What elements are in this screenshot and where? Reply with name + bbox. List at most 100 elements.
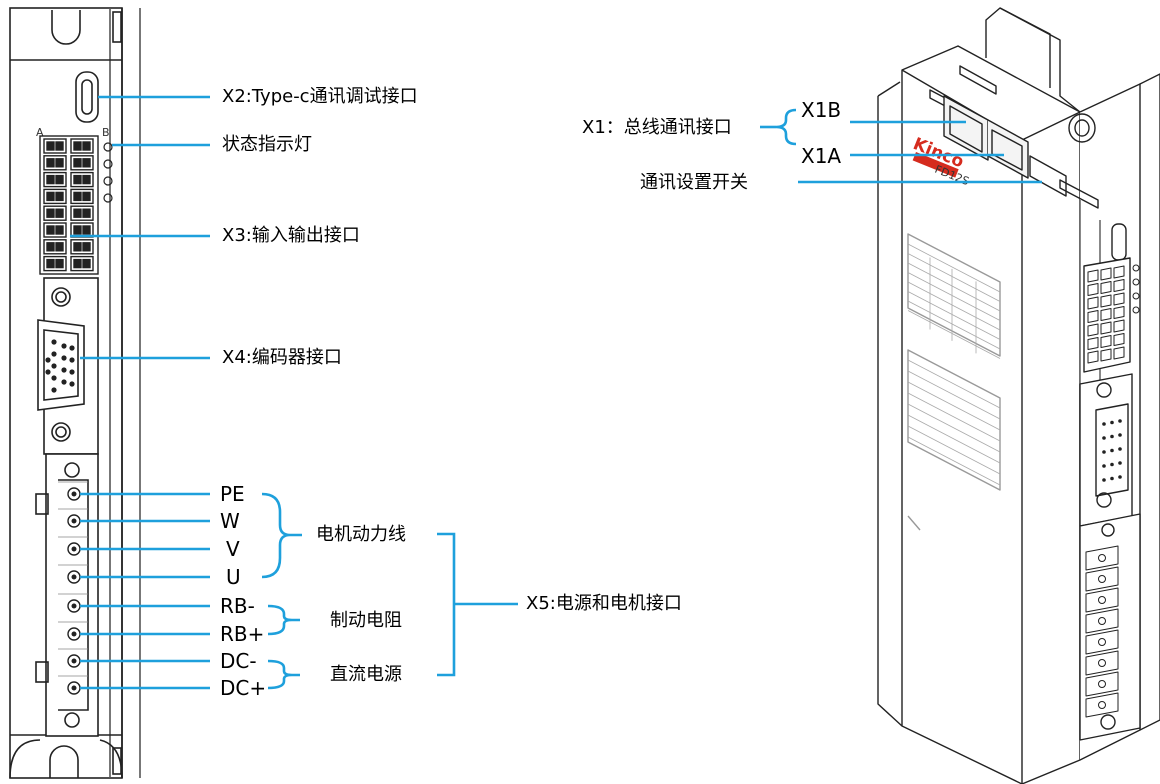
db-pin [61, 367, 66, 372]
db-pin [69, 369, 74, 374]
db-pin [61, 355, 66, 360]
iso-power-screw [1099, 681, 1106, 688]
iso-io-cell [1114, 293, 1124, 305]
iso-db-pin [1102, 464, 1106, 468]
isometric-drive [878, 8, 1160, 784]
iso-db-pin [1118, 419, 1122, 423]
status-led-label: 状态指示灯 [222, 134, 312, 156]
iso-db-pin [1102, 422, 1106, 426]
iso-io-cell [1101, 309, 1111, 321]
iso-io-cell [1114, 334, 1124, 346]
terminal-screw [68, 571, 80, 583]
iso-io-cell [1114, 307, 1124, 319]
io-pin-cell [71, 139, 93, 153]
power-terminal-block [36, 454, 98, 736]
iso-power-screw [1099, 639, 1106, 646]
status-led-group [104, 143, 112, 202]
x2-label: X2:Type-c通讯调试接口 [222, 86, 418, 108]
io-pin-cell [44, 223, 66, 237]
io-pin-cell [71, 189, 93, 203]
rbp-label: RB+ [220, 622, 264, 646]
db-pin [51, 351, 56, 356]
iso-db-pin [1118, 433, 1122, 437]
w-label: W [220, 509, 240, 533]
iso-db-pin [1102, 436, 1106, 440]
io-pin-cell [71, 206, 93, 220]
iso-power-screw [1099, 576, 1106, 583]
pe-label: PE [220, 482, 245, 506]
io-pin-cell [71, 240, 93, 254]
x1-label: X1：总线通讯接口 [582, 117, 732, 139]
terminal-screw [68, 655, 80, 667]
x4-label: X4:编码器接口 [222, 347, 342, 369]
io-pin-cell [44, 173, 66, 187]
io-terminal-block [40, 136, 98, 274]
iso-io-cell [1088, 297, 1098, 309]
iso-io-cell [1088, 351, 1098, 363]
iso-io-cell [1088, 324, 1098, 336]
io-pin-cell [44, 240, 66, 254]
iso-db-pin [1102, 450, 1106, 454]
iso-io-cell [1101, 295, 1111, 307]
db-pin [51, 339, 56, 344]
callout-lines [70, 97, 518, 688]
label-b: B [102, 126, 110, 139]
db-pin [45, 357, 50, 362]
db-pin [51, 387, 56, 392]
iso-power-screw [1099, 618, 1106, 625]
io-pin-cell [71, 173, 93, 187]
terminal-screw [68, 543, 80, 555]
iso-io-cell [1101, 336, 1111, 348]
iso-db-pin [1102, 478, 1106, 482]
dcm-label: DC- [220, 649, 257, 673]
brake-resistor-label: 制动电阻 [330, 610, 402, 632]
db-pin [61, 379, 66, 384]
io-pin-cell [44, 139, 66, 153]
dcp-label: DC+ [220, 676, 266, 700]
io-pin-cell [71, 257, 93, 271]
x1a-label: X1A [801, 144, 841, 168]
terminal-screw [68, 682, 80, 694]
iso-db-pin [1118, 447, 1122, 451]
iso-io-cell [1101, 349, 1111, 361]
iso-io-cell [1114, 347, 1124, 359]
iso-power-screw [1099, 660, 1106, 667]
io-pin-cell [44, 156, 66, 170]
iso-db-pin [1110, 463, 1114, 467]
io-pin-cell [44, 206, 66, 220]
db-pin [51, 363, 56, 368]
x5-label: X5:电源和电机接口 [526, 593, 682, 615]
iso-db-pin [1110, 435, 1114, 439]
io-pin-cell [71, 156, 93, 170]
db-pin [51, 375, 56, 380]
db-pin [69, 381, 74, 386]
iso-io-cell [1088, 284, 1098, 296]
iso-io-cell [1088, 338, 1098, 350]
db-pin [61, 343, 66, 348]
u-label: U [226, 565, 241, 589]
iso-db-pin [1110, 477, 1114, 481]
iso-io-cell [1088, 270, 1098, 282]
iso-power-screw [1099, 597, 1106, 604]
iso-io-cell [1101, 268, 1111, 280]
x1b-label: X1B [801, 98, 841, 122]
typec-port [76, 72, 98, 122]
io-pin-cell [44, 189, 66, 203]
comm-switch-label: 通讯设置开关 [640, 172, 748, 194]
io-pin-cell [44, 257, 66, 271]
db-pin [69, 345, 74, 350]
rbm-label: RB- [220, 594, 255, 618]
terminal-screw [68, 488, 80, 500]
iso-db-pin [1118, 461, 1122, 465]
terminal-screw [68, 628, 80, 640]
encoder-db-connector [38, 278, 98, 454]
dc-power-label: 直流电源 [330, 664, 402, 686]
iso-db-pin [1110, 449, 1114, 453]
iso-db-pin [1110, 421, 1114, 425]
terminal-screw [68, 515, 80, 527]
v-label: V [226, 537, 240, 561]
db-pin [69, 357, 74, 362]
iso-power-screw [1099, 555, 1106, 562]
iso-io-cell [1088, 311, 1098, 323]
